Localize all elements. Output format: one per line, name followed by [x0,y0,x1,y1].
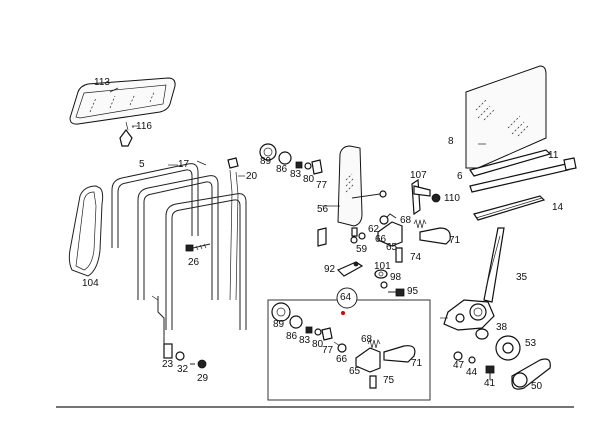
label-68-inset: 68 [361,334,373,345]
label-53: 53 [525,338,537,349]
label-6: 6 [457,171,463,182]
lever-92 [336,261,364,277]
label-74: 74 [410,252,422,263]
label-89-top: 89 [260,156,272,167]
label-65-inset: 65 [349,366,361,377]
label-80-top: 80 [303,174,315,185]
label-65-top: 65 [386,242,398,253]
vent-glass-56 [337,145,387,227]
clip-part-116 [119,121,133,147]
label-110: 110 [444,193,460,204]
label-26: 26 [188,257,200,268]
label-35: 35 [516,272,528,283]
label-83-inset: 83 [299,335,311,346]
label-83-top: 83 [290,169,302,180]
label-47: 47 [453,360,465,371]
channel-strips [469,149,577,221]
screw-41 [485,365,495,380]
label-14: 14 [552,202,564,213]
label-75: 75 [383,375,395,386]
label-59: 59 [356,244,368,255]
window-regulator-35 [440,227,505,331]
bracket-107 [411,178,441,216]
label-68-top: 68 [400,215,412,226]
handle-parts-upper [259,143,323,175]
knob-53 [495,335,521,361]
label-116: 116 [136,121,152,132]
label-104: 104 [82,278,99,289]
label-107: 107 [410,170,427,181]
quarter-seal [68,185,104,277]
label-86-inset: 86 [286,331,298,342]
label-62: 62 [368,224,380,235]
screw-26 [185,243,211,252]
label-86-top: 86 [276,164,288,175]
label-44: 44 [466,367,478,378]
window-channel-frames [111,157,247,330]
door-glass-8 [465,65,547,169]
label-38: 38 [496,322,508,333]
handle-assembly-upper [377,213,451,263]
label-89-inset: 89 [273,319,285,330]
label-8: 8 [448,136,454,147]
label-71-top: 71 [449,235,461,246]
screw-29 [190,359,207,369]
label-20: 20 [246,171,258,182]
label-50: 50 [531,381,543,392]
label-64: 64 [340,292,352,303]
label-56: 56 [317,204,329,215]
crank-handle-50 [511,358,551,390]
label-71-inset: 71 [411,358,423,369]
vent-window-frame [69,77,176,125]
label-113: 113 [94,77,110,88]
label-11: 11 [548,150,559,161]
label-29: 29 [197,373,209,384]
label-77-top: 77 [316,180,328,191]
label-92: 92 [324,264,336,275]
inset-box-64 [267,287,431,401]
label-23: 23 [162,359,174,370]
label-41: 41 [484,378,496,389]
label-95: 95 [407,286,419,297]
label-80-inset: 80 [312,339,324,350]
label-101: 101 [374,261,391,272]
label-98: 98 [390,272,402,283]
label-32: 32 [177,364,189,375]
label-17: 17 [178,159,190,170]
label-66-top: 66 [375,234,387,245]
screw-95 [388,288,405,297]
label-5: 5 [139,159,145,170]
label-66-inset: 66 [336,354,348,365]
label-77-inset: 77 [322,345,334,356]
